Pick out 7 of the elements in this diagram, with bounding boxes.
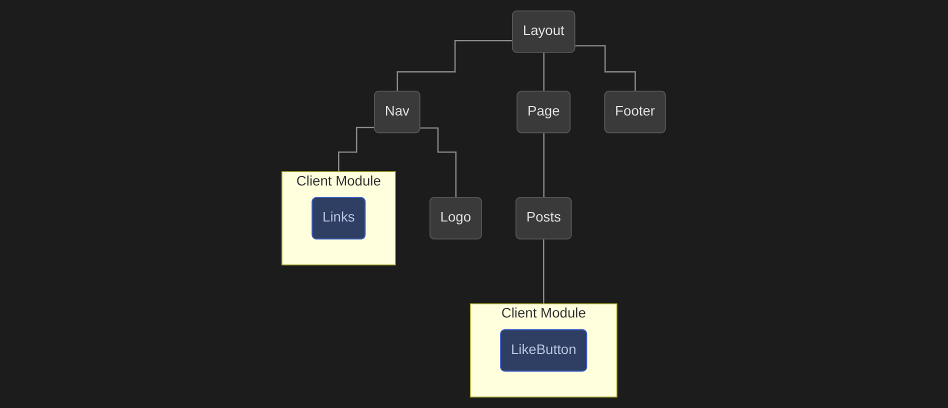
connector xyxy=(397,40,514,92)
connector xyxy=(544,132,546,199)
connector xyxy=(420,127,458,199)
connector xyxy=(338,126,375,172)
connector xyxy=(576,45,636,92)
connector xyxy=(544,52,546,92)
connector xyxy=(543,238,545,304)
